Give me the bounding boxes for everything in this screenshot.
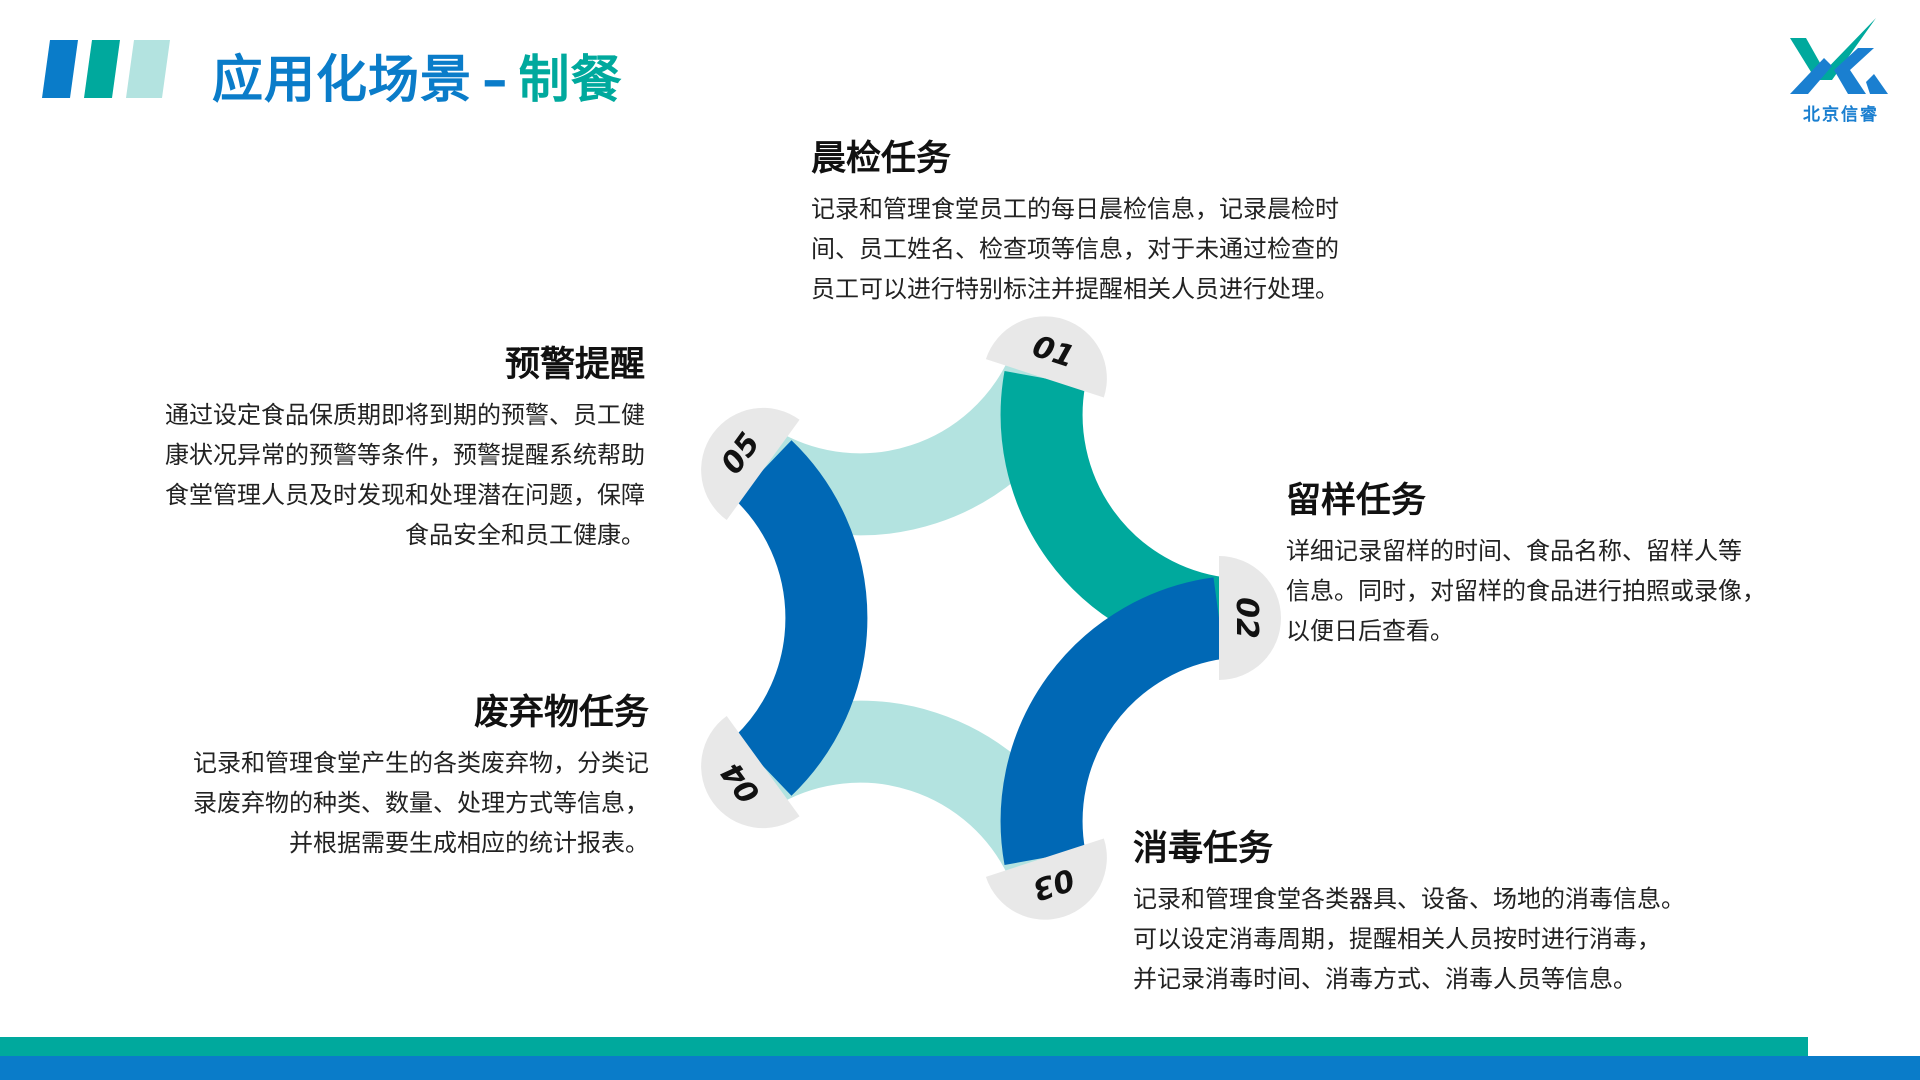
footer-bar-teal [0,1037,1808,1057]
badge-shape [701,407,800,521]
logo-mark-icon [1790,18,1888,94]
step-02-line: 详细记录留样的时间、食品名称、留样人等 [1286,537,1742,565]
step-01-title: 晨检任务 [811,139,952,179]
badge-number: 02 [1229,597,1264,639]
title-main: 应用化场景 [212,51,473,110]
company-logo: 北京信睿 [1786,18,1896,125]
badge-03: 03 [985,838,1107,920]
badge-01: 01 [985,316,1107,398]
step-03-line: 可以设定消毒周期，提醒相关人员按时进行消毒， [1133,925,1661,953]
title-sub: 制餐 [518,51,623,110]
badge-02: 02 [1219,556,1281,680]
step-05-title: 预警提醒 [504,345,645,385]
step-04-block: 废弃物任务 记录和管理食堂产生的各类废弃物，分类记 录废弃物的种类、数量、处理方… [193,684,649,863]
step-03-block: 消毒任务 记录和管理食堂各类器具、设备、场地的消毒信息。 可以设定消毒周期，提醒… [1133,820,1685,999]
step-02-title: 留样任务 [1286,481,1427,521]
step-05-line: 食堂管理人员及时发现和处理潜在问题，保障 [165,481,645,509]
step-04-line: 记录和管理食堂产生的各类废弃物，分类记 [193,749,649,777]
page-title: 应用化场景–制餐 [212,38,623,112]
step-04-title: 废弃物任务 [473,693,649,733]
step-01-line: 间、员工姓名、检查项等信息，对于未通过检查的 [811,235,1339,263]
badge-shape [1219,556,1281,680]
arc-04-05 [734,440,868,796]
step-01-block: 晨检任务 记录和管理食堂员工的每日晨检信息，记录晨检时 间、员工姓名、检查项等信… [811,130,1339,309]
title-decoration-bars [42,40,170,98]
step-01-line: 记录和管理食堂员工的每日晨检信息，记录晨检时 [811,195,1339,223]
step-01-line: 员工可以进行特别标注并提醒相关人员进行处理。 [811,275,1339,303]
step-05-line: 康状况异常的预警等条件，预警提醒系统帮助 [165,441,645,469]
badge-shape [701,715,800,829]
arc-02-03 [1000,577,1226,865]
step-04-line: 并根据需要生成相应的统计报表。 [289,829,649,857]
badge-shape [985,838,1107,920]
title-dash: – [482,51,509,110]
step-02-line: 信息。同时，对留样的食品进行拍照或录像， [1286,577,1766,605]
step-02-line: 以便日后查看。 [1286,617,1454,645]
step-03-line: 并记录消毒时间、消毒方式、消毒人员等信息。 [1133,965,1637,993]
step-02-block: 留样任务 详细记录留样的时间、食品名称、留样人等 信息。同时，对留样的食品进行拍… [1286,472,1766,651]
logo-text: 北京信睿 [1803,105,1879,125]
badge-04: 04 [701,715,800,829]
step-05-line: 食品安全和员工健康。 [405,521,645,549]
badge-shape [985,316,1107,398]
step-05-line: 通过设定食品保质期即将到期的预警、员工健 [165,401,645,429]
step-05-block: 预警提醒 通过设定食品保质期即将到期的预警、员工健 康状况异常的预警等条件，预警… [165,336,645,555]
footer-bar-blue [0,1056,1920,1080]
step-03-line: 记录和管理食堂各类器具、设备、场地的消毒信息。 [1133,885,1685,913]
badge-05: 05 [701,407,800,521]
step-04-line: 录废弃物的种类、数量、处理方式等信息， [193,789,649,817]
step-03-title: 消毒任务 [1133,829,1274,869]
